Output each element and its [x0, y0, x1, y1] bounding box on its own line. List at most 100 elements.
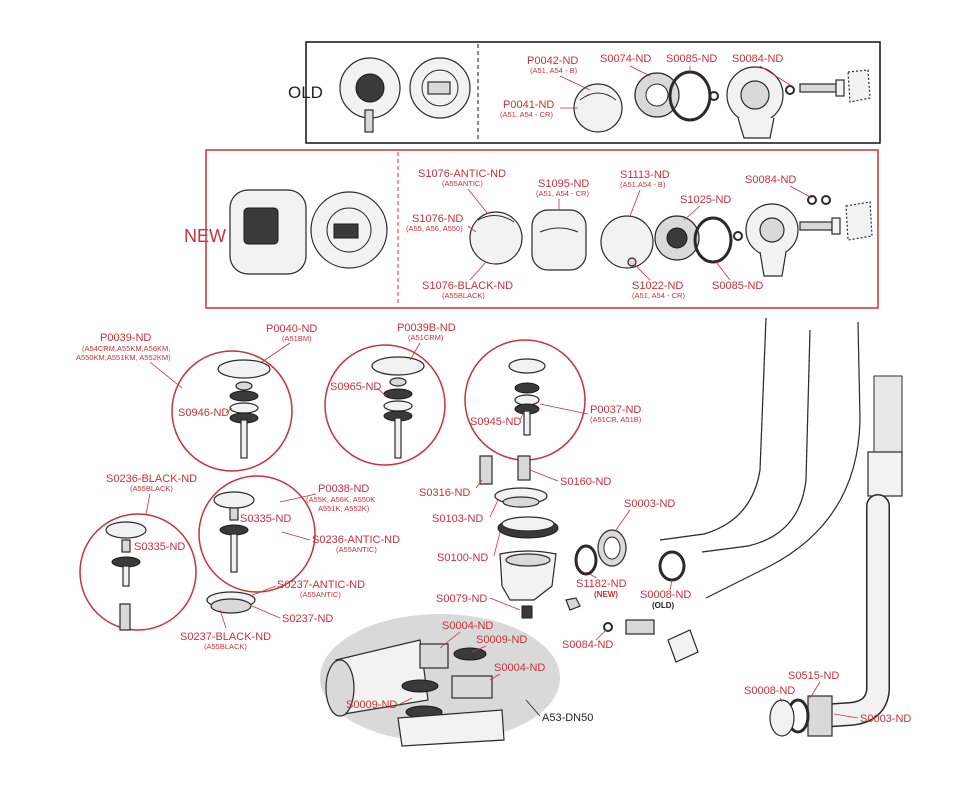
new-section: NEW — [184, 149, 879, 309]
plug-group-b — [324, 344, 446, 466]
label-s0946: S0946-ND — [178, 407, 229, 419]
label-s0103: S0103-ND — [432, 513, 483, 525]
overflow-hose-illustration — [873, 375, 903, 455]
label-s0316: S0316-ND — [419, 487, 470, 499]
old-plate-illustration — [847, 69, 871, 103]
new-overflow-body-illustration — [745, 203, 799, 277]
s0074-insert-illustration — [634, 72, 680, 118]
label-p0042-sub: (A51, A54 - B) — [530, 66, 578, 75]
overflow-pipe: S0515-ND S0008-ND S0003-ND — [744, 494, 911, 737]
label-s0085: S0085-ND — [666, 53, 717, 65]
new-plate-illustration — [845, 201, 873, 241]
s0004-nut-b-illustration — [451, 675, 493, 699]
label-s1095: S1095-ND — [538, 178, 589, 190]
label-s1076-black-sub: (A55BLACK) — [442, 291, 485, 300]
old-small-oring — [709, 91, 719, 101]
s0079-nut-illustration — [521, 605, 533, 619]
label-s0085-new: S0085-ND — [712, 280, 763, 292]
plug-group-e — [198, 475, 316, 593]
label-p0037-sub: (A51CR, A51B) — [590, 415, 642, 424]
label-s0003-bottom: S0003-ND — [860, 713, 911, 725]
label-p0039: P0039-ND — [100, 332, 151, 344]
corrugated-hoses — [659, 317, 903, 599]
label-p0042: P0042-ND — [527, 55, 578, 67]
p0041-cap-illustration — [573, 83, 623, 133]
s0008-bottom-ring-illustration — [769, 699, 795, 737]
siphon-model-label: A53-DN50 — [542, 712, 593, 724]
new-section-title: NEW — [184, 226, 226, 246]
drain-spindle-illustration — [625, 619, 655, 635]
label-p0039-sub1: (A54CRM,A55KM,A56KM, — [82, 344, 170, 353]
s1182-ring-illustration — [574, 544, 598, 576]
label-s1076: S1076-ND — [412, 213, 463, 225]
label-s0236-antic: S0236-ANTIC-ND — [312, 534, 400, 546]
s1113-cap-illustration — [600, 215, 654, 269]
old-section-frame — [305, 41, 881, 144]
clip-illustration — [565, 597, 581, 611]
s1076-cap-illustration — [469, 211, 523, 265]
plug-group-c — [464, 339, 586, 461]
label-s0008-note: (OLD) — [652, 601, 675, 610]
new-s0084-oring-b — [821, 195, 831, 205]
label-s1076-sub: (A55, A56, A550) — [406, 224, 463, 233]
s0237-flange-illustration — [206, 591, 256, 614]
label-p0038-sub1: (A55K, A56K, A550K — [306, 495, 375, 504]
label-s0003-top: S0003-ND — [624, 498, 675, 510]
old-overflow-body-illustration — [726, 66, 784, 139]
siphon-group: S0004-ND S0009-ND S0004-ND S0009-ND A53-… — [320, 614, 593, 747]
label-p0040-sub: (A51BM) — [282, 334, 312, 343]
label-p0040: P0040-ND — [266, 323, 317, 335]
label-s1025: S1025-ND — [680, 194, 731, 206]
siphon-body-illustration — [397, 709, 505, 747]
label-s0100: S0100-ND — [437, 552, 488, 564]
label-s0084-drain: S0084-ND — [562, 639, 613, 651]
label-s0084-new: S0084-ND — [745, 174, 796, 186]
new-small-oring — [733, 231, 743, 241]
label-s0084: S0084-ND — [732, 53, 783, 65]
label-s0237: S0237-ND — [282, 613, 333, 625]
label-s0236-black-sub: (A55BLACK) — [130, 484, 173, 493]
drain-stack: S0316-ND S0160-ND S0103-ND S0100-ND S000… — [419, 455, 699, 663]
s0316-screw-illustration — [479, 455, 493, 485]
label-s0009-a: S0009-ND — [476, 634, 527, 646]
label-s0965: S0965-ND — [330, 381, 381, 393]
s0085-new-ring-illustration — [693, 216, 733, 264]
s0004-nut-a-illustration — [419, 643, 449, 669]
label-p0039b: P0039B-ND — [397, 322, 456, 334]
new-spindle-illustration — [799, 217, 841, 235]
old-section-title: OLD — [288, 83, 323, 102]
label-s0237-black: S0237-BLACK-ND — [180, 631, 271, 643]
label-s0160: S0160-ND — [560, 476, 611, 488]
label-s1095-sub: (A51, A54 - CR) — [536, 189, 589, 198]
old-spindle-illustration — [799, 79, 845, 97]
label-s0237-antic-sub: (A55ANTIC) — [300, 590, 341, 599]
new-s0084-oring-a — [807, 195, 817, 205]
label-p0039-sub2: A550KM,A551KM, A552KM) — [76, 353, 171, 362]
plug-group-a — [171, 350, 293, 472]
label-s0008-bottom: S0008-ND — [744, 685, 795, 697]
label-p0038-sub2: A551K, A552K) — [318, 504, 370, 513]
label-s1182: S1182-ND — [576, 578, 627, 590]
label-s1182-note: (NEW) — [594, 590, 618, 599]
label-s1113: S1113-ND — [620, 169, 670, 181]
new-knob-back-illustration — [310, 191, 388, 269]
new-knob-front-illustration — [229, 189, 307, 275]
label-s0335-b: S0335-ND — [240, 513, 291, 525]
label-s0009-b: S0009-ND — [346, 699, 397, 711]
label-s0004-a: S0004-ND — [442, 620, 493, 632]
label-s0237-black-sub: (A55BLACK) — [204, 642, 247, 651]
label-p0041-sub: (A51, A54 - CR) — [500, 110, 553, 119]
label-s0236-black: S0236-BLACK-ND — [106, 473, 197, 485]
old-knob-assembly-illustration — [339, 57, 401, 133]
drain-plate-illustration — [667, 629, 699, 663]
label-p0038: P0038-ND — [318, 483, 369, 495]
old-s0084-oring — [785, 85, 795, 95]
label-p0039b-sub: (A51CRM) — [408, 333, 444, 342]
label-s0515: S0515-ND — [788, 670, 839, 682]
s0008-ring-illustration — [658, 550, 686, 582]
old-section: OLD — [288, 41, 881, 144]
s1025-insert-illustration — [654, 215, 700, 261]
label-s1022: S1022-ND — [632, 280, 683, 292]
overflow-connector-illustration — [867, 451, 903, 497]
